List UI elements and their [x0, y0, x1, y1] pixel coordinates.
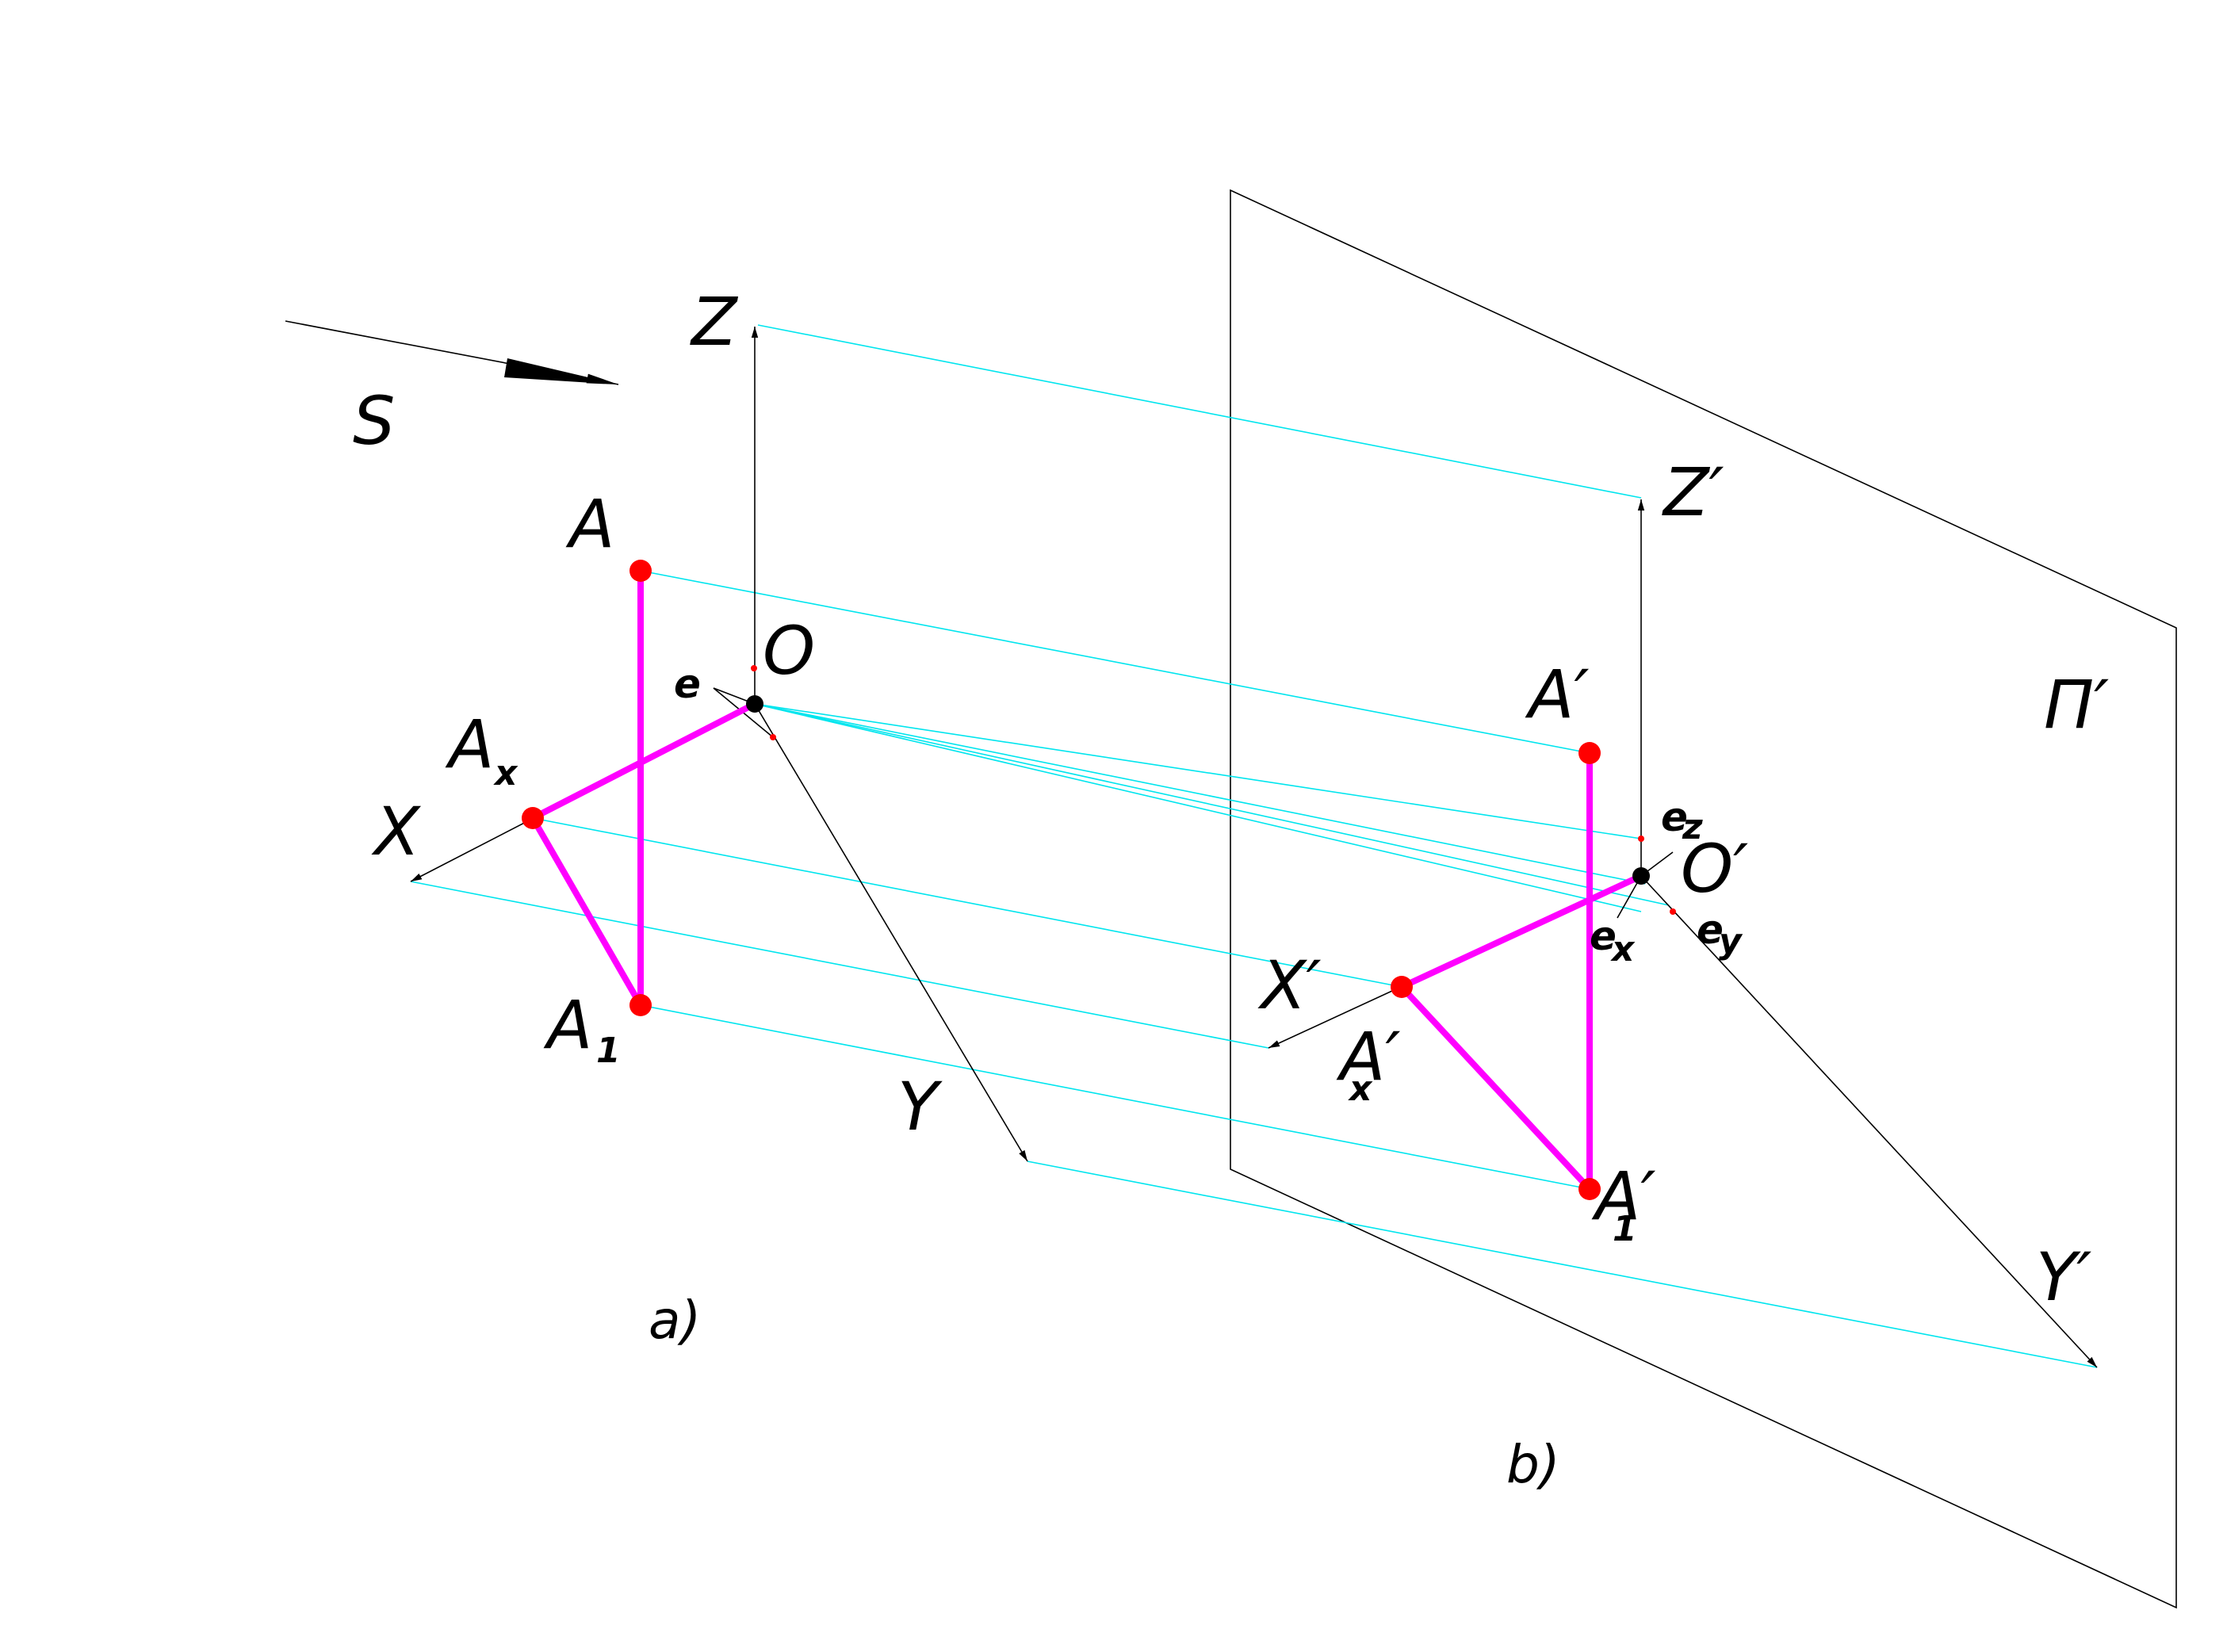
label-plane: Π′ — [2044, 666, 2109, 744]
label-unit-ex-sub-b: x — [1610, 929, 1636, 969]
axis-y-a — [754, 703, 1028, 1162]
label-direction-s: S — [353, 382, 395, 460]
caption-a: a) — [649, 1290, 701, 1351]
label-origin-b: O′ — [1681, 830, 1748, 908]
label-point-ax-sub: x — [493, 753, 518, 793]
label-point-ax: A — [445, 706, 494, 783]
unit-mark-z-a — [751, 665, 757, 671]
segment-ax-a1-b — [1399, 984, 1593, 1192]
label-axis-z-b: Z′ — [1662, 453, 1724, 531]
label-unit-ez-b: e — [1661, 794, 1688, 840]
label-axis-z-a: Z — [690, 283, 739, 361]
point-a-prime — [1578, 742, 1601, 764]
origin-point-b — [1632, 867, 1650, 885]
axis-y-b — [1640, 875, 2098, 1368]
label-axis-y-a: Y — [897, 1068, 943, 1145]
label-origin-a: O — [763, 612, 815, 690]
segment-ax-a — [530, 701, 758, 821]
segment-ax-o-b — [1399, 873, 1644, 990]
label-axis-x-a: X — [371, 793, 422, 870]
label-point-a1-sub: 1 — [596, 1031, 621, 1071]
label-point-a1-prime: A′ — [1591, 1157, 1656, 1235]
unit-mark-z-b — [1638, 836, 1644, 842]
label-unit-ex-b: e — [1590, 913, 1617, 959]
projection-plane — [1230, 189, 2177, 1609]
figure-a: Z X Y O e A A 1 A x a) — [371, 283, 1028, 1351]
point-a1-prime — [1578, 1178, 1601, 1200]
label-unit-ey-b: e — [1697, 907, 1724, 953]
label-point-ax-prime: A′ — [1336, 1018, 1401, 1096]
label-axis-x-b: X′ — [1257, 946, 1322, 1024]
label-point-a-prime: A′ — [1525, 656, 1590, 733]
point-ax — [522, 807, 544, 829]
figure-b: Z′ X′ Y′ O′ e z e x e y A′ A′ 1 A′ x b) — [1257, 453, 2098, 1495]
point-a — [629, 560, 652, 582]
unit-mark-y-b — [1670, 908, 1676, 915]
origin-point-a — [746, 695, 763, 713]
label-point-a1: A — [543, 986, 592, 1064]
unit-mark-y-a — [770, 734, 776, 740]
caption-b: b) — [1506, 1434, 1560, 1495]
label-unit-e-a: e — [674, 661, 701, 707]
label-unit-ez-sub-b: z — [1682, 807, 1703, 847]
label-point-a1-prime-sub: 1 — [1613, 1209, 1637, 1249]
point-a1 — [629, 994, 652, 1016]
label-point-ax-prime-sub: x — [1348, 1069, 1373, 1109]
projection-lines — [410, 324, 2098, 1368]
point-ax-prime — [1391, 976, 1413, 998]
label-point-a: A — [565, 485, 614, 563]
segment-ax-a1 — [530, 815, 644, 1008]
label-unit-ey-sub-b: y — [1719, 921, 1743, 962]
label-axis-y-b: Y′ — [2036, 1238, 2091, 1316]
projection-direction-arrowhead — [504, 358, 618, 384]
